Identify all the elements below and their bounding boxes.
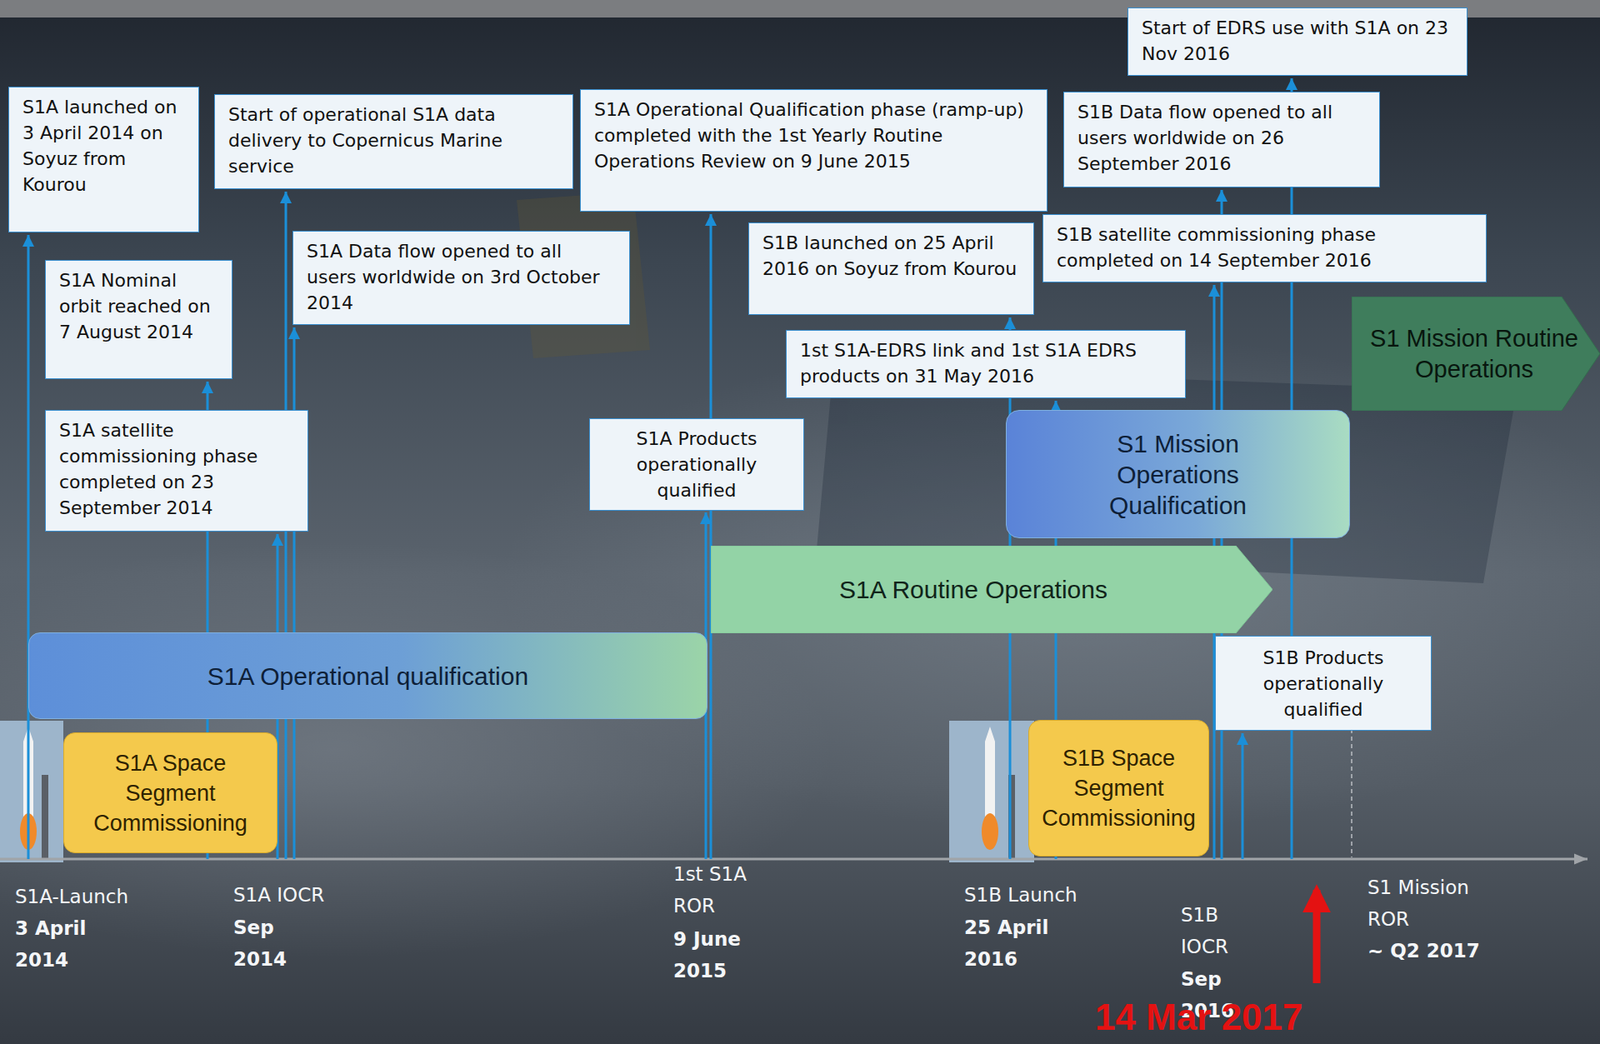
rocket-icon	[949, 720, 1035, 863]
time-axis	[0, 858, 1588, 861]
date-label: ~ Q2 2017	[1367, 935, 1535, 967]
commissioning-box: S1A Space Segment Commissioning	[63, 732, 278, 854]
box-text: S1B satellite commissioning phase comple…	[1056, 221, 1473, 274]
axis-label: 1st S1A ROR	[673, 858, 782, 922]
box-text: S1A Operational Qualification phase (ram…	[594, 96, 1034, 175]
callout-box: S1A Nominal orbit reached on 7 August 20…	[45, 260, 233, 380]
box-text: S1A Routine Operations	[839, 574, 1108, 605]
callout-box: S1A launched on 3 April 2014 on Soyuz fr…	[8, 86, 200, 233]
callout-box: S1A Products operationally qualified	[589, 418, 805, 511]
arrow-outline	[1351, 296, 1600, 411]
date-label: 25 April 2016	[964, 911, 1081, 975]
today-arrow	[1313, 890, 1321, 984]
box-text: S1A Products operationally qualified	[603, 425, 790, 504]
commissioning-box: S1B Space Segment Commissioning	[1028, 720, 1210, 857]
rocket-icon	[0, 720, 64, 863]
callout-box: S1B satellite commissioning phase comple…	[1042, 214, 1487, 283]
box-text: S1A launched on 3 April 2014 on Soyuz fr…	[22, 94, 185, 198]
box-text: S1 Mission Operations Qualification	[1078, 428, 1279, 521]
current-date: 14 Mar 2017	[1095, 996, 1370, 1039]
box-text: S1A Operational qualification	[207, 660, 529, 692]
callout-box: Start of operational S1A data delivery t…	[214, 94, 574, 190]
arrow-shape	[710, 545, 1273, 634]
box-text: S1B launched on 25 April 2016 on Soyuz f…	[762, 230, 1020, 282]
arrow-shape	[1351, 296, 1600, 411]
callout-box: 1st S1A-EDRS link and 1st S1A EDRS produ…	[785, 330, 1186, 399]
axis-label: S1A-Launch	[15, 880, 182, 913]
phase-arrow: S1 Mission Routine Operations	[1351, 296, 1600, 411]
axis-label: S1A IOCR	[233, 879, 400, 911]
date-label: 3 April 2014	[15, 912, 107, 976]
box-text: S1B Data flow opened to all users worldw…	[1077, 99, 1366, 177]
box-text: S1A Data flow opened to all users worldw…	[306, 238, 616, 316]
dashed-marker	[1350, 714, 1353, 858]
callout-box: S1A Data flow opened to all users worldw…	[292, 230, 630, 325]
axis-label: S1 Mission ROR	[1367, 871, 1510, 935]
callout-box: Start of EDRS use with S1A on 23 Nov 201…	[1127, 7, 1468, 76]
date-label: 9 June 2015	[673, 923, 765, 987]
callout-box: S1B Data flow opened to all users worldw…	[1063, 91, 1380, 188]
phase-arrow: S1A Routine Operations	[710, 545, 1273, 634]
box-text: S1B Products operationally qualified	[1229, 645, 1418, 723]
callout-box: S1A satellite commissioning phase comple…	[45, 410, 309, 532]
box-text: Start of operational S1A data delivery t…	[228, 101, 560, 180]
axis-label: S1B Launch	[964, 879, 1131, 911]
callout-box: S1B Products operationally qualified	[1215, 635, 1432, 731]
date-label: Sep 2014	[233, 911, 309, 975]
box-text: S1B Space Segment Commissioning	[1035, 743, 1202, 834]
box-text: S1 Mission Routine Operations	[1363, 323, 1585, 385]
box-text: Start of EDRS use with S1A on 23 Nov 201…	[1141, 15, 1454, 67]
box-text: 1st S1A-EDRS link and 1st S1A EDRS produ…	[800, 337, 1172, 390]
box-text: S1A Space Segment Commissioning	[70, 748, 270, 839]
box-text: S1A Nominal orbit reached on 7 August 20…	[59, 267, 219, 345]
axis-label: S1B IOCR	[1180, 899, 1248, 963]
phase-band: S1 Mission Operations Qualification	[1005, 410, 1350, 539]
callout-box: S1A Operational Qualification phase (ram…	[580, 89, 1048, 212]
callout-box: S1B launched on 25 April 2016 on Soyuz f…	[748, 222, 1035, 315]
box-text: S1A satellite commissioning phase comple…	[59, 417, 295, 521]
phase-band: S1A Operational qualification	[28, 632, 708, 720]
